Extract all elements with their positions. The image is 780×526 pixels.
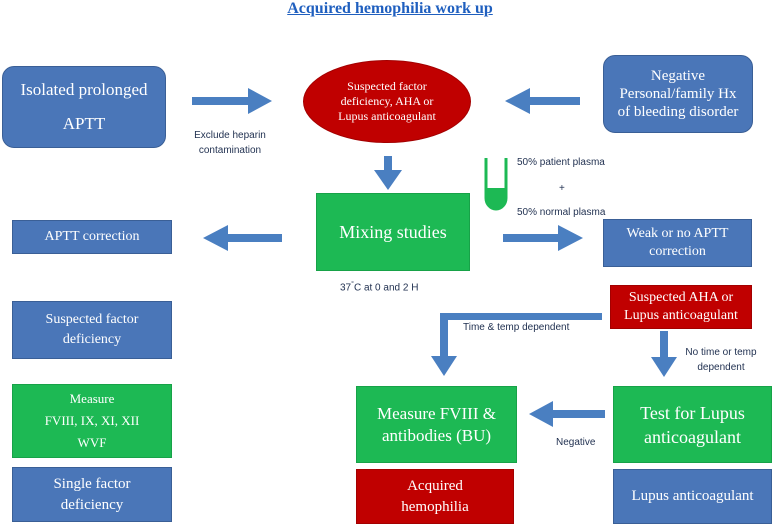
weak-correction-line2: correction	[649, 244, 706, 259]
measure-factors-line3: WVF	[77, 435, 107, 450]
mixing-studies-label: Mixing studies	[339, 221, 447, 242]
suspected-aha-line2: Lupus anticoagulant	[624, 308, 738, 323]
time-temp-note: Time & temp dependent	[463, 322, 570, 333]
single-factor-line1: Single factor	[53, 475, 131, 492]
arrow-negative-hx-to-suspected	[505, 88, 580, 114]
patient-plasma-note: 50% patient plasma	[517, 157, 605, 168]
single-factor-line2: deficiency	[60, 496, 124, 513]
negative-hx-line1: Negative	[650, 68, 706, 84]
single-factor-box: Single factor deficiency	[12, 467, 172, 522]
suspected-factor-line2: deficiency, AHA or	[340, 94, 434, 108]
negative-note: Negative	[556, 437, 596, 448]
test-lupus-line1: Test for Lupus	[640, 402, 745, 423]
measure-factors-line2: FVIII, IX, XI, XII	[44, 413, 140, 428]
arrow-no-time-temp-dependent	[651, 331, 677, 377]
acquired-hemophilia-box: Acquired hemophilia	[356, 469, 514, 524]
incubation-degree: °	[351, 281, 354, 288]
exclude-heparin-note: Exclude heparin contamination	[188, 128, 272, 158]
arrow-mixing-to-aptt-correction	[203, 225, 282, 251]
measure-fviii-line1: Measure FVIII &	[377, 403, 496, 423]
aptt-correction-label: APTT correction	[44, 229, 140, 244]
arrow-time-temp-dependent	[431, 313, 602, 376]
diagram-title: Acquired hemophilia work up	[287, 0, 493, 17]
negative-hx-line2: Personal/family Hx	[619, 86, 737, 102]
plus-note: +	[559, 183, 565, 194]
lupus-anticoagulant-label: Lupus anticoagulant	[631, 488, 754, 504]
suspected-deficiency-line1: Suspected factor	[45, 312, 139, 327]
no-time-temp-note: No time or temp dependent	[671, 345, 771, 375]
arrow-isolated-to-suspected	[192, 88, 272, 114]
acquired-hemophilia-line1: Acquired	[407, 477, 463, 494]
suspected-factor-line3: Lupus anticoagulant	[338, 109, 436, 123]
suspected-aha-line1: Suspected AHA or	[628, 290, 734, 305]
suspected-deficiency-box: Suspected factor deficiency	[12, 301, 172, 359]
aptt-correction-box: APTT correction	[12, 220, 172, 254]
suspected-aha-box: Suspected AHA or Lupus anticoagulant	[610, 285, 752, 329]
test-tube-plasma	[487, 188, 505, 208]
normal-plasma-note: 50% normal plasma	[517, 207, 606, 218]
acquired-hemophilia-line2: hemophilia	[401, 498, 469, 515]
measure-factors-box: Measure FVIII, IX, XI, XII WVF	[12, 384, 172, 458]
no-time-temp-line2: dependent	[697, 362, 745, 373]
no-time-temp-line1: No time or temp	[685, 347, 757, 358]
lupus-anticoagulant-box: Lupus anticoagulant	[613, 469, 772, 524]
measure-factors-line1: Measure	[69, 391, 115, 406]
exclude-heparin-line1: Exclude heparin	[194, 130, 266, 141]
weak-correction-box: Weak or no APTT correction	[603, 219, 752, 267]
mixing-studies-box: Mixing studies	[316, 193, 470, 271]
incubation-rest: C at 0 and 2 H	[353, 282, 419, 294]
negative-hx-box: Negative Personal/family Hx of bleeding …	[603, 55, 753, 133]
isolated-aptt-line2: APTT	[62, 114, 106, 133]
test-lupus-line2: anticoagulant	[644, 426, 741, 447]
incubation-note: 37°C at 0 and 2 H	[340, 277, 418, 295]
test-tube-icon	[484, 158, 508, 211]
suspected-deficiency-line2: deficiency	[62, 332, 122, 347]
arrow-suspected-to-mixing	[374, 156, 402, 190]
suspected-factor-line1: Suspected factor	[347, 79, 427, 93]
isolated-aptt-line1: Isolated prolonged	[20, 80, 148, 99]
weak-correction-line1: Weak or no APTT	[626, 226, 729, 241]
suspected-factor-ellipse: Suspected factor deficiency, AHA or Lupu…	[303, 60, 471, 143]
negative-hx-line3: of bleeding disorder	[617, 104, 739, 120]
isolated-aptt-box: Isolated prolonged APTT	[2, 66, 166, 148]
incubation-temp: 37	[340, 282, 352, 294]
arrow-negative-to-measure-fviii	[529, 401, 605, 427]
measure-fviii-box: Measure FVIII & antibodies (BU)	[356, 386, 517, 463]
measure-fviii-line2: antibodies (BU)	[381, 425, 492, 445]
test-lupus-box: Test for Lupus anticoagulant	[613, 386, 772, 463]
arrow-mixing-to-weak-correction	[503, 225, 583, 251]
exclude-heparin-line2: contamination	[198, 145, 262, 156]
